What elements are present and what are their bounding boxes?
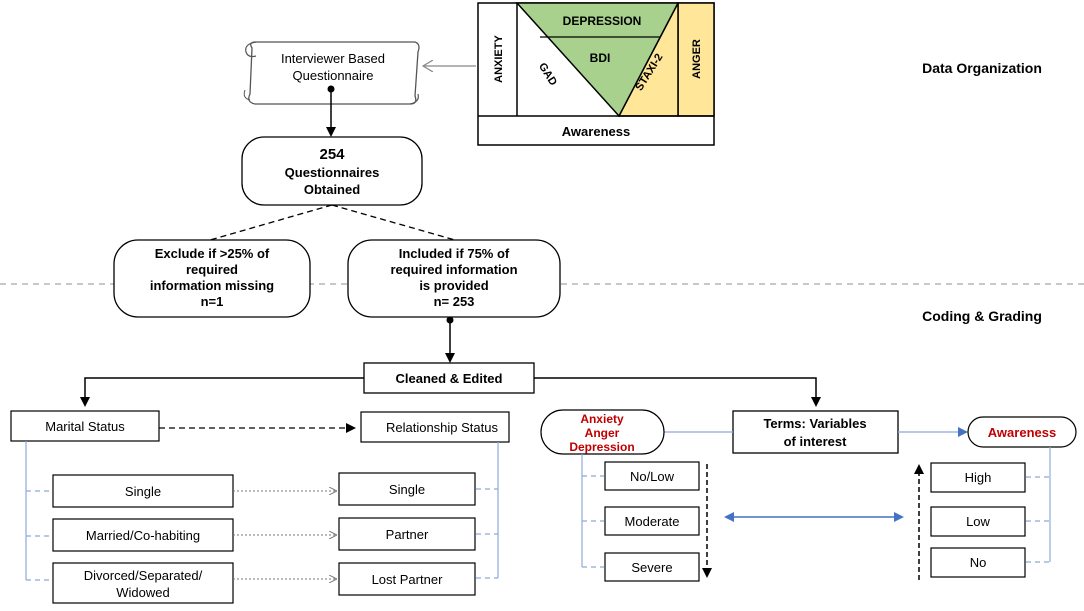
awareness-level-high: High: [930, 462, 1026, 493]
variables-line2: Anger: [585, 426, 620, 440]
include-line1: Included if 75% of: [399, 246, 510, 261]
relationship-item-label: Lost Partner: [372, 572, 443, 587]
awareness-bar-label: Awareness: [562, 124, 630, 139]
relationship-item-single: Single: [338, 472, 476, 506]
obtained-count: 254: [319, 146, 345, 163]
variables-oval: Anxiety Anger Depression: [540, 409, 665, 455]
variables-line3: Depression: [569, 440, 634, 454]
awareness-level-label: Low: [966, 514, 990, 529]
awareness-level-label: High: [965, 470, 992, 485]
marital-header: Marital Status: [45, 419, 125, 434]
section-data-organization: Data Organization: [922, 60, 1042, 76]
marital-item-divorced: Divorced/Separated/ Widowed: [52, 562, 234, 604]
relationship-item-label: Single: [389, 482, 425, 497]
scroll-label-line1: Interviewer Based: [281, 51, 385, 66]
exclude-box: Exclude if >25% of required information …: [113, 239, 311, 318]
cleaned-box: Cleaned & Edited: [363, 362, 535, 394]
relationship-item-lost-partner: Lost Partner: [338, 562, 476, 596]
include-line4: n= 253: [434, 294, 475, 309]
exclude-line2: required: [186, 262, 238, 277]
marital-item-label: Married/Co-habiting: [86, 528, 200, 543]
awareness-oval-label: Awareness: [988, 425, 1056, 440]
cleaned-to-marital-arrow: [80, 377, 364, 407]
marital-item-label-line2: Widowed: [116, 585, 169, 600]
depression-label: DEPRESSION: [563, 14, 642, 28]
level-label: Severe: [631, 560, 672, 575]
marital-item-married: Married/Co-habiting: [52, 518, 234, 552]
relationship-bracket-ticks: [476, 488, 498, 579]
relationship-item-label: Partner: [386, 527, 429, 542]
instrument-diagram: DEPRESSION BDI ANXIETY GAD STAXI-2 ANGER…: [477, 2, 715, 146]
terms-line1: Terms: Variables: [763, 416, 866, 431]
exclude-line1: Exclude if >25% of: [155, 246, 270, 261]
level-moderate: Moderate: [604, 506, 700, 536]
marital-item-label: Divorced/Separated/: [84, 568, 203, 583]
obtained-box: 254 Questionnaires Obtained: [241, 136, 423, 206]
level-label: No/Low: [630, 469, 675, 484]
marital-header-box: Marital Status: [10, 410, 160, 442]
scroll-label-line2: Questionnaire: [293, 68, 374, 83]
variables-line1: Anxiety: [580, 412, 624, 426]
marital-item-label: Single: [125, 484, 161, 499]
terms-box: Terms: Variables of interest: [732, 410, 899, 454]
relationship-header-box: Relationship Status: [360, 411, 510, 443]
level-no-low: No/Low: [604, 461, 700, 491]
include-line2: required information: [390, 262, 517, 277]
awareness-level-low: Low: [930, 506, 1026, 537]
questionnaire-scroll: Interviewer Based Questionnaire: [243, 41, 420, 105]
include-box: Included if 75% of required information …: [347, 239, 561, 318]
relationship-item-partner: Partner: [338, 517, 476, 551]
mapping-arrows: [233, 491, 336, 579]
relationship-header: Relationship Status: [386, 420, 499, 435]
awareness-level-label: No: [970, 555, 987, 570]
exclude-line3: information missing: [150, 278, 274, 293]
awareness-bracket-ticks: [1026, 476, 1050, 563]
anger-label: ANGER: [691, 39, 703, 79]
obtained-line3: Obtained: [304, 182, 360, 197]
marital-bracket-ticks: [26, 490, 52, 581]
marital-item-single: Single: [52, 474, 234, 508]
level-label: Moderate: [625, 514, 680, 529]
cleaned-to-terms-arrow: [534, 377, 821, 407]
awareness-oval: Awareness: [967, 416, 1077, 448]
bdi-label: BDI: [590, 51, 611, 65]
obtained-line2: Questionnaires: [285, 165, 380, 180]
anxiety-label: ANXIETY: [493, 35, 505, 83]
level-severe: Severe: [604, 552, 700, 582]
exclude-line4: n=1: [201, 294, 224, 309]
section-coding-grading: Coding & Grading: [922, 308, 1042, 324]
include-line3: is provided: [419, 278, 488, 293]
awareness-level-no: No: [930, 547, 1026, 578]
bdi-triangle: [515, 2, 680, 118]
terms-line2: of interest: [784, 434, 848, 449]
cleaned-label: Cleaned & Edited: [396, 371, 503, 386]
variables-bracket-ticks: [582, 475, 604, 568]
